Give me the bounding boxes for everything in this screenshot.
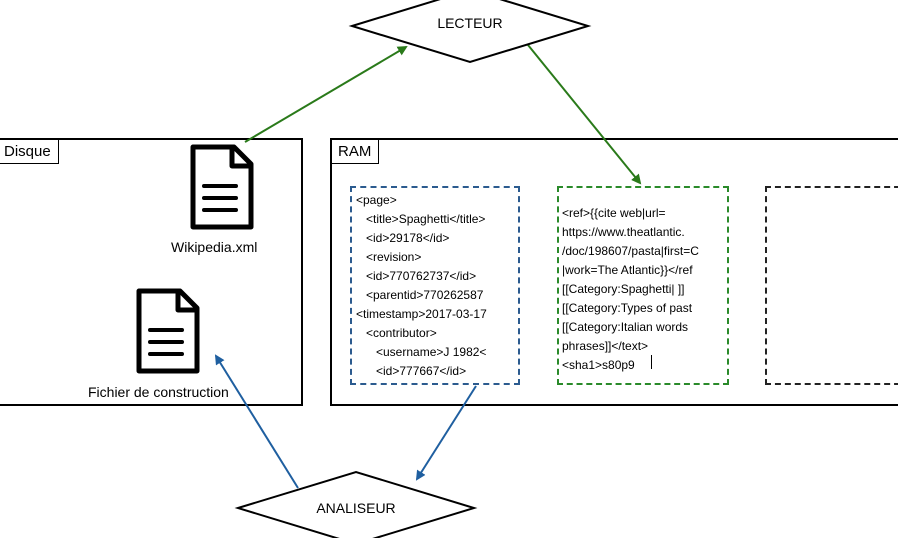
- disk-panel-label: Disque: [0, 140, 59, 164]
- wikipedia-xml-document-icon: [190, 144, 254, 230]
- buffer-line: [[Category:Types of past: [562, 301, 693, 315]
- ram-buffer-empty: [765, 186, 898, 385]
- buffer-line: <username>J 1982<: [356, 345, 487, 359]
- ram-buffer-blue-content: <page> <title>Spaghetti</title> <id>2917…: [356, 191, 518, 381]
- ram-panel-label: RAM: [332, 140, 380, 164]
- ram-buffer-green-content: <ref>{{cite web|url= https://www.theatlan…: [562, 204, 727, 375]
- arrow-parser-to-file: [214, 354, 299, 489]
- ram-buffer-blue: <page> <title>Spaghetti</title> <id>2917…: [350, 186, 520, 385]
- buffer-line: [[Category:Italian words: [562, 320, 689, 334]
- buffer-line: <ref>{{cite web|url=: [562, 206, 666, 220]
- build-file-document-icon: [136, 288, 200, 374]
- ram-buffer-green: <ref>{{cite web|url= https://www.theatlan…: [557, 186, 729, 385]
- buffer-line: <sha1>s80p9: [562, 358, 635, 372]
- buffer-line: <id>29178</id>: [356, 231, 450, 245]
- buffer-line: <title>Spaghetti</title>: [356, 212, 486, 226]
- buffer-line: <id>777667</id>: [356, 364, 467, 378]
- buffer-line: <timestamp>2017-03-17: [356, 307, 487, 321]
- arrow-reader-to-ram: [527, 44, 642, 185]
- buffer-line: https://www.theatlantic.: [562, 225, 685, 239]
- parser-label: ANALISEUR: [316, 500, 396, 516]
- build-file-label: Fichier de construction: [88, 384, 229, 400]
- buffer-line: <page>: [356, 193, 397, 207]
- buffer-line: phrases]]</text>: [562, 339, 649, 353]
- reader-diamond: [348, 0, 592, 64]
- buffer-line: [[Category:Spaghetti| ]]: [562, 282, 685, 296]
- arrow-file-to-reader: [244, 45, 408, 143]
- buffer-line: <parentid>770262587: [356, 288, 484, 302]
- wikipedia-xml-label: Wikipedia.xml: [171, 239, 258, 255]
- ram-panel: RAM: [330, 138, 898, 406]
- text-cursor: [651, 355, 652, 369]
- parser-diamond: [234, 470, 478, 538]
- buffer-line: <revision>: [356, 250, 422, 264]
- arrow-ram-to-parser: [415, 385, 477, 481]
- buffer-line: <id>770762737</id>: [356, 269, 477, 283]
- buffer-line: |work=The Atlantic}}</ref: [562, 263, 693, 277]
- reader-label: LECTEUR: [437, 15, 503, 31]
- buffer-line: <contributor>: [356, 326, 437, 340]
- buffer-line: /doc/198607/pasta|first=C: [562, 244, 699, 258]
